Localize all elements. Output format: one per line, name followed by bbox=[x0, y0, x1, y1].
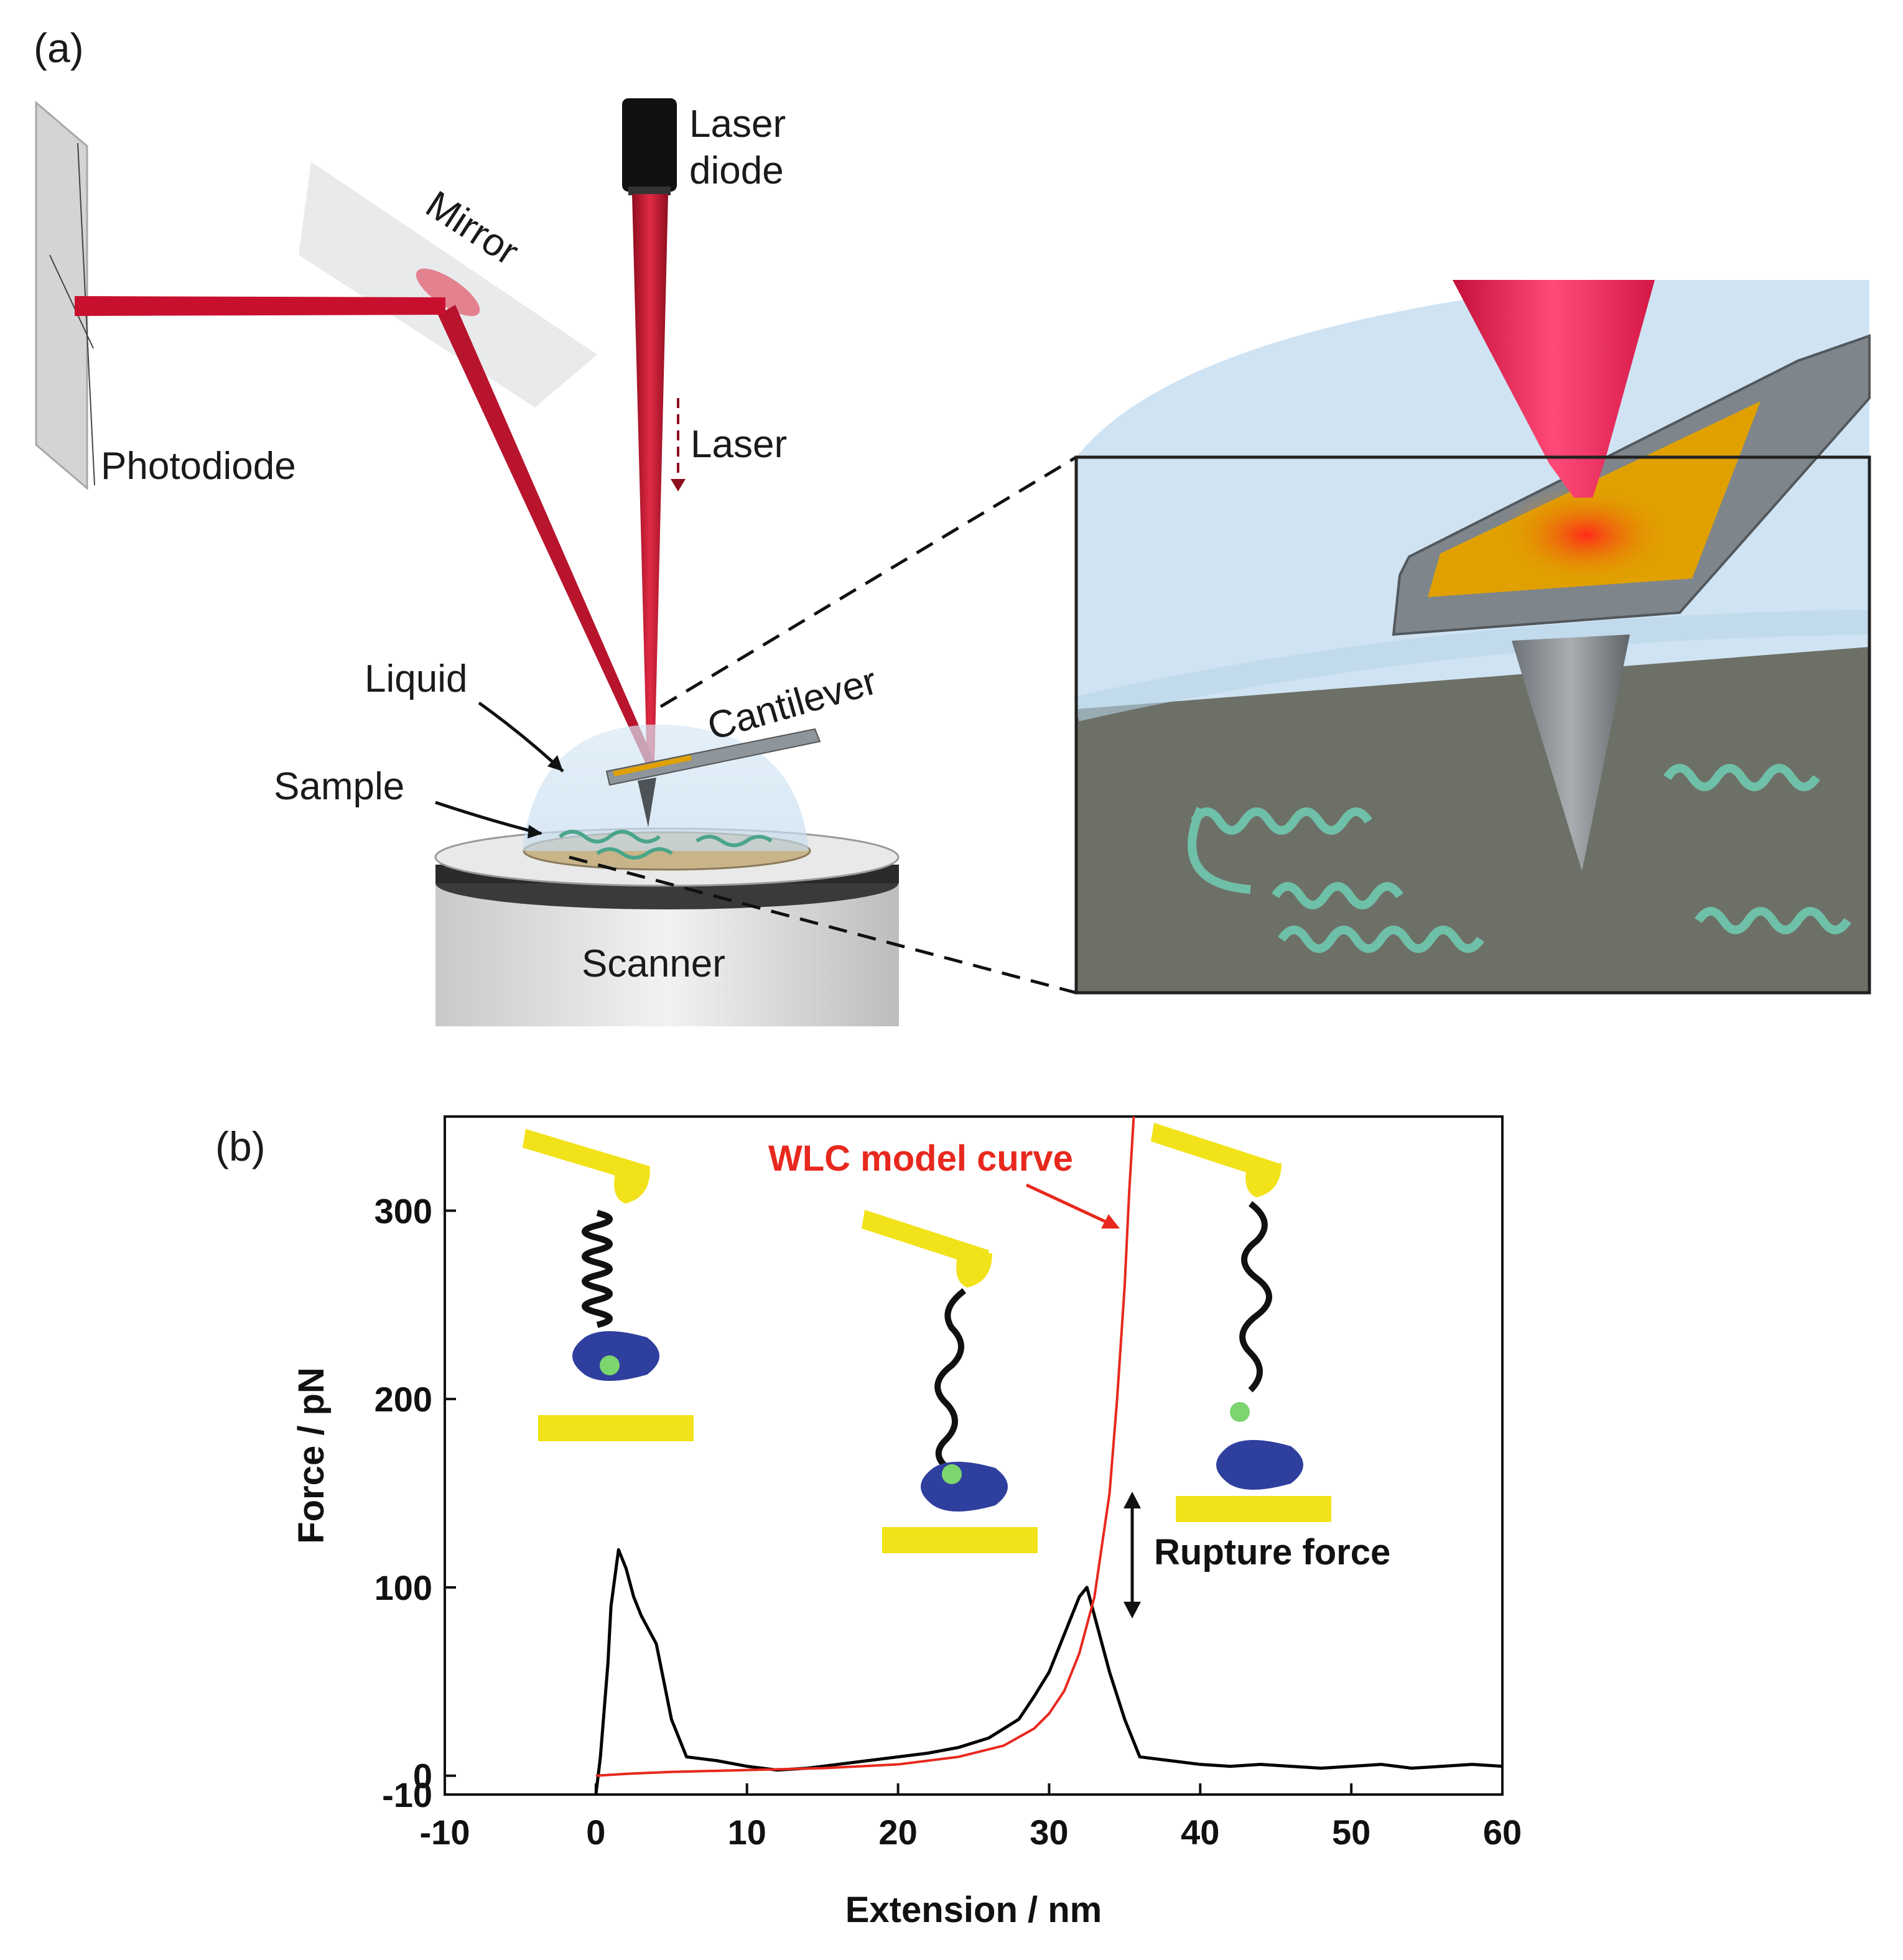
sample-label: Sample bbox=[274, 765, 404, 808]
liquid-label: Liquid bbox=[365, 657, 467, 700]
sample-pointer-arrow bbox=[435, 801, 542, 835]
x-tick-label: 10 bbox=[728, 1813, 766, 1852]
cartoon-stretched-state bbox=[862, 1210, 1038, 1553]
x-axis-label: Extension / nm bbox=[845, 1890, 1102, 1930]
y-tick-label: 0 bbox=[413, 1757, 432, 1796]
cartoon-folded-state bbox=[523, 1129, 694, 1441]
mirror bbox=[299, 162, 597, 407]
zoom-line-top bbox=[659, 455, 1077, 708]
sample-dna bbox=[559, 830, 773, 860]
y-tick-label: -10 bbox=[382, 1775, 432, 1814]
laser-label: Laser bbox=[691, 423, 787, 466]
laser-diode bbox=[622, 98, 677, 195]
panel-b-label: (b) bbox=[215, 1123, 266, 1169]
x-tick-label: 20 bbox=[878, 1813, 917, 1852]
x-tick-label: -10 bbox=[420, 1813, 470, 1852]
zoom-inset bbox=[1073, 280, 1871, 995]
liquid-pointer-arrow bbox=[478, 701, 564, 773]
x-tick-label: 30 bbox=[1030, 1813, 1068, 1852]
panel-a-label: (a) bbox=[34, 25, 84, 71]
y-tick-label: 200 bbox=[375, 1380, 432, 1419]
x-tick-label: 60 bbox=[1483, 1813, 1522, 1852]
x-tick-label: 50 bbox=[1332, 1813, 1370, 1852]
x-tick-label: 0 bbox=[586, 1813, 605, 1852]
measured-force-curve bbox=[594, 1548, 1503, 1795]
inset-frame bbox=[1074, 455, 1871, 995]
cantilever bbox=[605, 728, 821, 827]
wlc-model-curve bbox=[595, 1116, 1135, 1777]
wlc-pointer-arrow bbox=[1025, 1183, 1115, 1227]
laser-diode-label-1: Laser bbox=[689, 103, 786, 146]
laser-diode-label-2: diode bbox=[689, 149, 784, 192]
y-tick-label: 300 bbox=[375, 1191, 432, 1230]
wlc-annotation: WLC model curve bbox=[768, 1138, 1073, 1179]
panel-a: (a) Photodiode Mirror Laser diode bbox=[34, 25, 1871, 1026]
rupture-annotation: Rupture force bbox=[1154, 1532, 1390, 1572]
x-tick-label: 40 bbox=[1181, 1813, 1219, 1852]
chart-series bbox=[594, 1116, 1503, 1795]
laser-beam bbox=[75, 194, 686, 766]
y-tick-label: 100 bbox=[375, 1568, 432, 1607]
y-axis-label: Force / pN bbox=[291, 1367, 332, 1544]
scanner-label: Scanner bbox=[582, 942, 725, 985]
photodiode-label: Photodiode bbox=[101, 445, 296, 488]
photodiode bbox=[35, 100, 95, 491]
cartoon-ruptured-state bbox=[1151, 1123, 1331, 1522]
plot-frame bbox=[444, 1115, 1504, 1796]
